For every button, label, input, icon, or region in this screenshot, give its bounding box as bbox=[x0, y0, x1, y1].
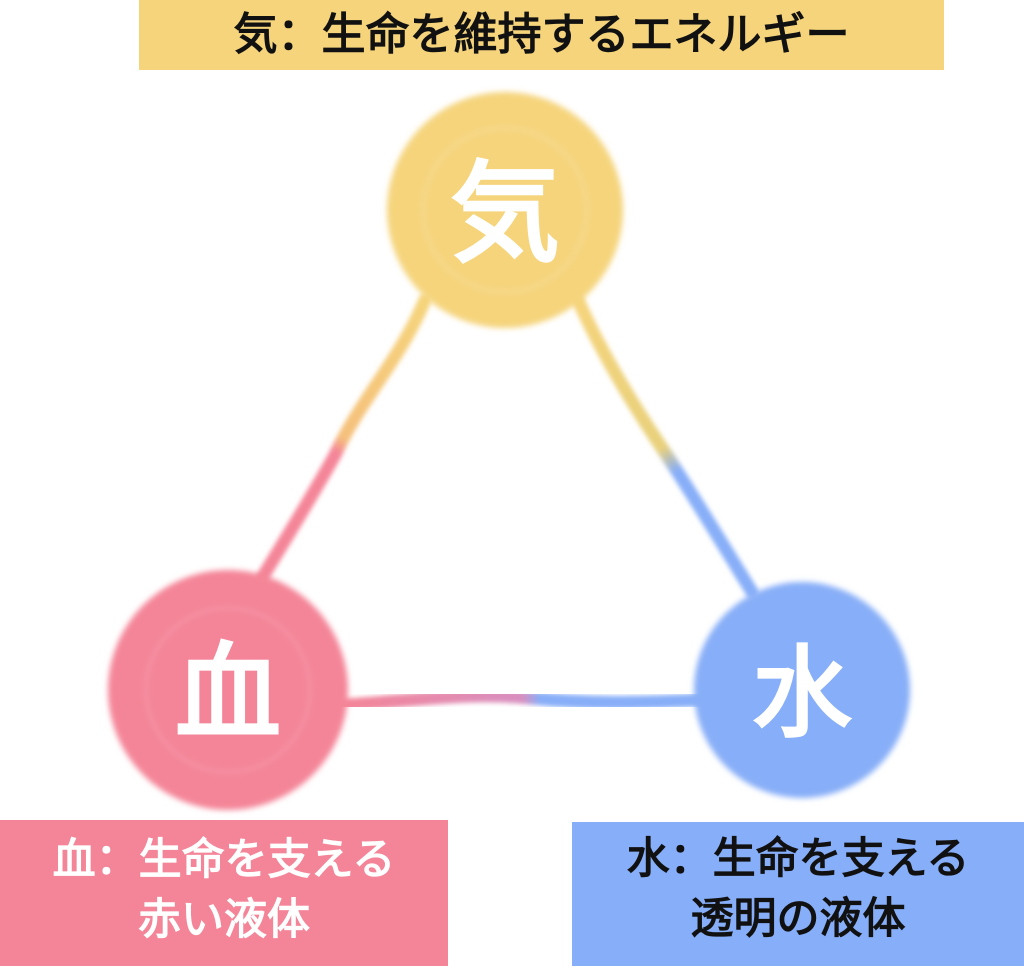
sui-definition-label: 水：生命を支える 透明の液体 bbox=[572, 822, 1024, 966]
sui-node-label: 水 bbox=[752, 635, 853, 752]
ketsu-node: 血 bbox=[108, 570, 348, 810]
ki-definition-text: 気：生命を維持するエネルギー bbox=[233, 9, 850, 60]
sui-definition-line2: 透明の液体 bbox=[690, 893, 906, 944]
sui-definition-line1: 水：生命を支える bbox=[626, 834, 970, 884]
sui-node: 水 bbox=[694, 582, 910, 798]
ketsu-definition-line2: 赤い液体 bbox=[138, 894, 310, 945]
ketsu-definition-label: 血：生命を支える 赤い液体 bbox=[0, 820, 448, 966]
ki-node-label: 気 bbox=[450, 150, 560, 278]
ki-ketsu-connector bbox=[255, 293, 432, 585]
ki-sui-connector bbox=[571, 293, 759, 599]
ketsu-node-label: 血 bbox=[175, 632, 281, 755]
ketsu-definition-line1: 血：生命を支える bbox=[52, 835, 396, 885]
ketsu-sui-connector bbox=[338, 689, 709, 712]
ki-definition-label: 気：生命を維持するエネルギー bbox=[139, 0, 944, 70]
ki-node: 気 bbox=[387, 92, 623, 328]
